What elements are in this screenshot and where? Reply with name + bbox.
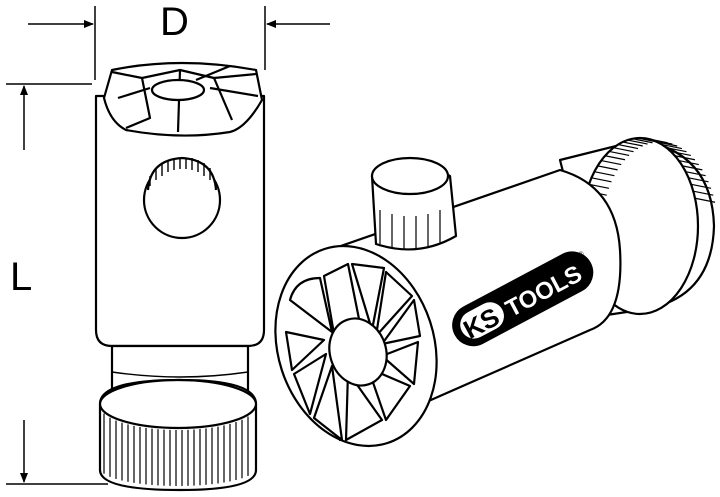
- tool-side-view: [94, 61, 266, 492]
- cutter-center-hole: [328, 317, 388, 387]
- brand-logo: [452, 251, 594, 347]
- knurl-line: [688, 177, 709, 183]
- dimension-d: [28, 6, 330, 80]
- adjustment-window: [142, 156, 222, 240]
- knurl-line: [591, 177, 612, 183]
- cutter-head: [102, 61, 264, 137]
- knurl-line: [627, 139, 648, 145]
- top-pin: [370, 156, 458, 251]
- knurl-line: [694, 197, 716, 203]
- knurl-line: [609, 150, 630, 157]
- dimension-l: [6, 83, 108, 485]
- front-cutter-face: [274, 244, 438, 448]
- knurl-line: [693, 190, 714, 196]
- knurl-line: [604, 155, 626, 161]
- knurl-line: [594, 171, 615, 177]
- dimension-l-label: L: [10, 255, 32, 299]
- knurl-line: [613, 147, 634, 153]
- knurl-line: [588, 183, 610, 189]
- knurl-line: [617, 143, 639, 150]
- knurl-line: [678, 159, 699, 166]
- knurl-line: [690, 183, 712, 189]
- knurl-line: [632, 138, 653, 144]
- knurl-line: [637, 137, 658, 143]
- knurl-line: [674, 155, 696, 161]
- dimension-d-label: D: [160, 0, 189, 44]
- knurl-line: [622, 141, 643, 147]
- knurl-line: [666, 147, 687, 153]
- knurl-line: [657, 141, 678, 147]
- knurl-line: [685, 171, 706, 177]
- knurl-line: [597, 165, 618, 171]
- knurl-line: [652, 139, 673, 145]
- knurl-line: [661, 143, 683, 150]
- tool-perspective-view: [274, 136, 716, 448]
- knurl-line: [601, 159, 622, 166]
- logo-registered-mark: ®: [577, 249, 586, 259]
- knurled-knob: [98, 378, 258, 492]
- knurl-line: [682, 165, 703, 171]
- knurl-line: [670, 150, 691, 157]
